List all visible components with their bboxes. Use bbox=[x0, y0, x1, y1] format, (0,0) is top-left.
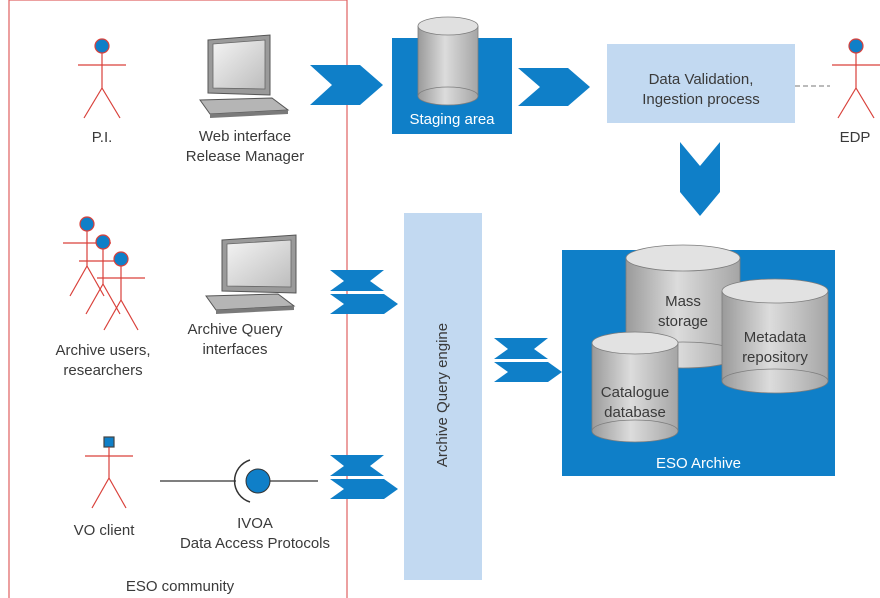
edp-label: EDP bbox=[839, 129, 871, 146]
catalogue-cylinder-icon bbox=[591, 331, 679, 443]
ivoa-label: IVOA Data Access Protocols bbox=[179, 515, 331, 552]
vo-client-label: VO client bbox=[73, 522, 135, 539]
metadata-cylinder-icon bbox=[721, 278, 829, 394]
metadata-label: Metadata repository bbox=[742, 329, 808, 366]
eso-archive-label: ESO Archive bbox=[655, 455, 742, 472]
catalogue-label: Catalogue database bbox=[600, 384, 670, 421]
robot-person-icon bbox=[85, 436, 133, 509]
query-engine-box bbox=[404, 213, 482, 580]
community-label: ESO community bbox=[125, 578, 235, 595]
double-arrow-ivoa-icon bbox=[330, 455, 398, 499]
archive-users-label: Archive users, researchers bbox=[55, 342, 151, 379]
query-interface-computer-icon bbox=[205, 234, 297, 314]
pi-actor-icon bbox=[78, 38, 126, 119]
people-group-icon bbox=[63, 216, 145, 331]
arrow-to-staging-icon bbox=[310, 65, 383, 105]
edp-actor-icon bbox=[832, 38, 880, 119]
arrow-down-icon bbox=[680, 142, 720, 216]
web-interface-computer-icon bbox=[199, 34, 290, 118]
staging-area-label: Staging area bbox=[409, 111, 495, 128]
validation-box bbox=[607, 44, 795, 123]
query-engine-label: Archive Query engine bbox=[434, 322, 451, 468]
arrow-to-validation-icon bbox=[518, 68, 590, 106]
validation-label: Data Validation, Ingestion process bbox=[642, 71, 760, 108]
socket-icon bbox=[160, 459, 318, 503]
pi-label: P.I. bbox=[91, 129, 113, 146]
web-interface-label: Web interface Release Manager bbox=[185, 128, 305, 165]
community-boundary bbox=[8, 0, 348, 598]
staging-cylinder-icon bbox=[417, 16, 479, 106]
mass-storage-label: Mass storage bbox=[657, 293, 709, 330]
double-arrow-query-icon bbox=[330, 270, 398, 314]
query-interfaces-label: Archive Query interfaces bbox=[187, 321, 283, 358]
double-arrow-archive-icon bbox=[494, 338, 562, 382]
